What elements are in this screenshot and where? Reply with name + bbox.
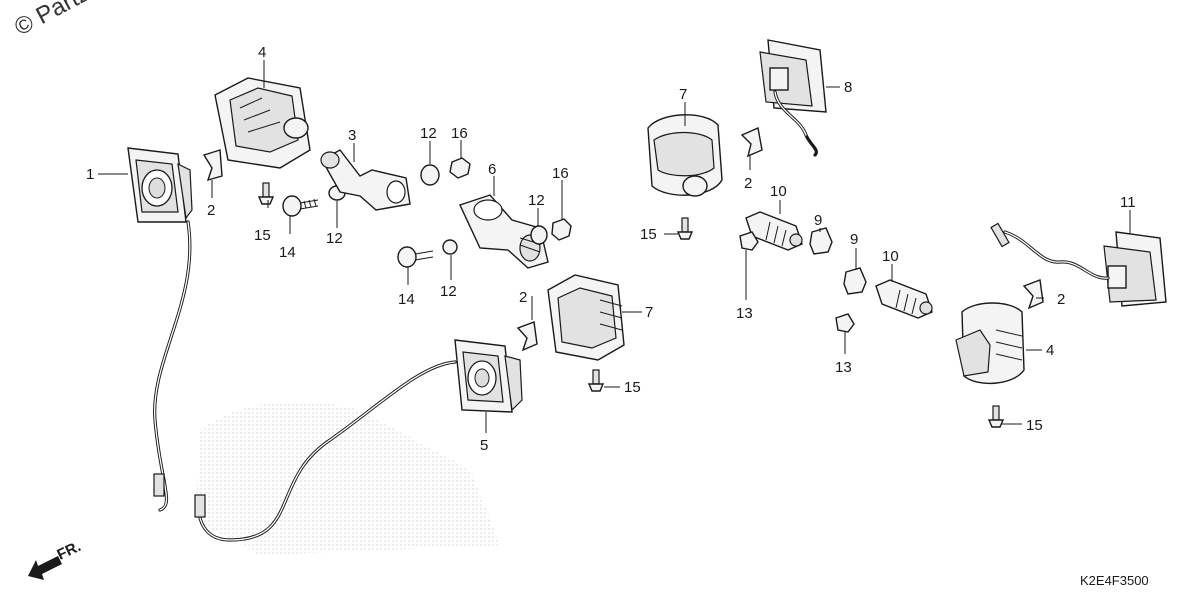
callout-4: 4 [1046, 342, 1054, 359]
bolt-left-upper [282, 195, 319, 217]
callout-2: 2 [1057, 291, 1065, 308]
callout-1: 1 [86, 166, 94, 183]
rivet-lower [835, 313, 855, 333]
screw-rear-upper [676, 217, 694, 240]
callout-9: 9 [850, 231, 858, 248]
socket-upper [745, 211, 803, 251]
rear-left-housing [647, 114, 723, 197]
callout-15: 15 [1026, 417, 1043, 434]
front-right-housing [547, 274, 625, 361]
rear-right-housing [955, 302, 1025, 385]
callout-14: 14 [398, 291, 415, 308]
callout-2: 2 [207, 202, 215, 219]
callout-10: 10 [882, 248, 899, 265]
callout-12: 12 [440, 283, 457, 300]
leader-lines [98, 60, 1131, 433]
front-label: FR. [55, 538, 84, 564]
callout-15: 15 [624, 379, 641, 396]
collar-upper [420, 164, 440, 186]
callout-2: 2 [744, 175, 752, 192]
socket-lower [875, 279, 933, 319]
clip-center [516, 321, 538, 352]
callout-12: 12 [326, 230, 343, 247]
stay-upper [320, 149, 411, 211]
clip-rear-lower [1022, 279, 1044, 310]
diagram-code: K2E4F3500 [1080, 573, 1149, 588]
clip-rear-upper [740, 127, 763, 158]
callout-4: 4 [258, 44, 266, 61]
callout-13: 13 [736, 305, 753, 322]
collar-lower [530, 225, 548, 245]
screw-center [587, 369, 605, 392]
background-watermark-shape [195, 401, 500, 555]
front-left-wire [153, 220, 457, 542]
callout-15: 15 [254, 227, 271, 244]
front-right-lens-assembly [454, 339, 523, 413]
callout-11: 11 [1120, 194, 1136, 211]
callout-7: 7 [679, 86, 687, 103]
callout-15: 15 [640, 226, 657, 243]
stay-lower [459, 194, 549, 269]
callout-7: 7 [645, 304, 653, 321]
front-direction-indicator: FR. [28, 538, 84, 580]
front-left-housing [214, 77, 311, 169]
callout-16: 16 [552, 165, 569, 182]
callout-14: 14 [279, 244, 296, 261]
callout-5: 5 [480, 437, 488, 454]
screw-rear-lower [987, 405, 1005, 428]
grommet-lower [843, 267, 867, 295]
callout-12: 12 [528, 192, 545, 209]
rear-left-lens-assembly [759, 39, 827, 157]
callout-16: 16 [451, 125, 468, 142]
callout-13: 13 [835, 359, 852, 376]
rear-right-lens-assembly [990, 222, 1167, 307]
screw-left [257, 182, 275, 205]
bolt-left-lower [397, 246, 434, 268]
callout-10: 10 [770, 183, 787, 200]
callout-12: 12 [420, 125, 437, 142]
front-left-lens-assembly [127, 147, 193, 223]
watermark-text: © Partzilla.com [10, 0, 165, 41]
washer-left-lower [442, 239, 458, 255]
callout-2: 2 [519, 289, 527, 306]
nut-lower [551, 218, 572, 241]
callout-6: 6 [488, 161, 496, 178]
callout-9: 9 [814, 212, 822, 229]
nut-upper [449, 157, 471, 179]
rivet-upper [739, 231, 759, 251]
grommet-upper [809, 227, 833, 255]
front-arrow-icon [28, 556, 62, 580]
clip-left [202, 149, 223, 182]
callout-8: 8 [844, 79, 852, 96]
callout-3: 3 [348, 127, 356, 144]
callout-labels: 1 2 2 2 2 3 4 4 5 6 7 7 8 9 9 10 10 11 1… [86, 44, 1136, 454]
